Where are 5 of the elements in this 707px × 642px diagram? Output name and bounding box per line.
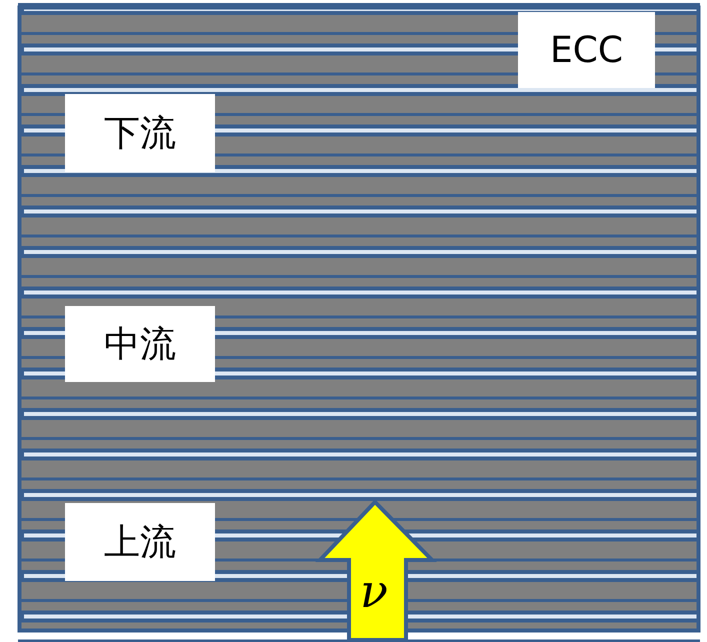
text-label-box: ECC [518, 12, 655, 88]
text-label-box: 下流 [65, 94, 215, 172]
text-label-box: 中流 [65, 306, 215, 382]
text-label-box: 上流 [65, 503, 215, 581]
arrow-symbol-label: ν [360, 568, 388, 614]
